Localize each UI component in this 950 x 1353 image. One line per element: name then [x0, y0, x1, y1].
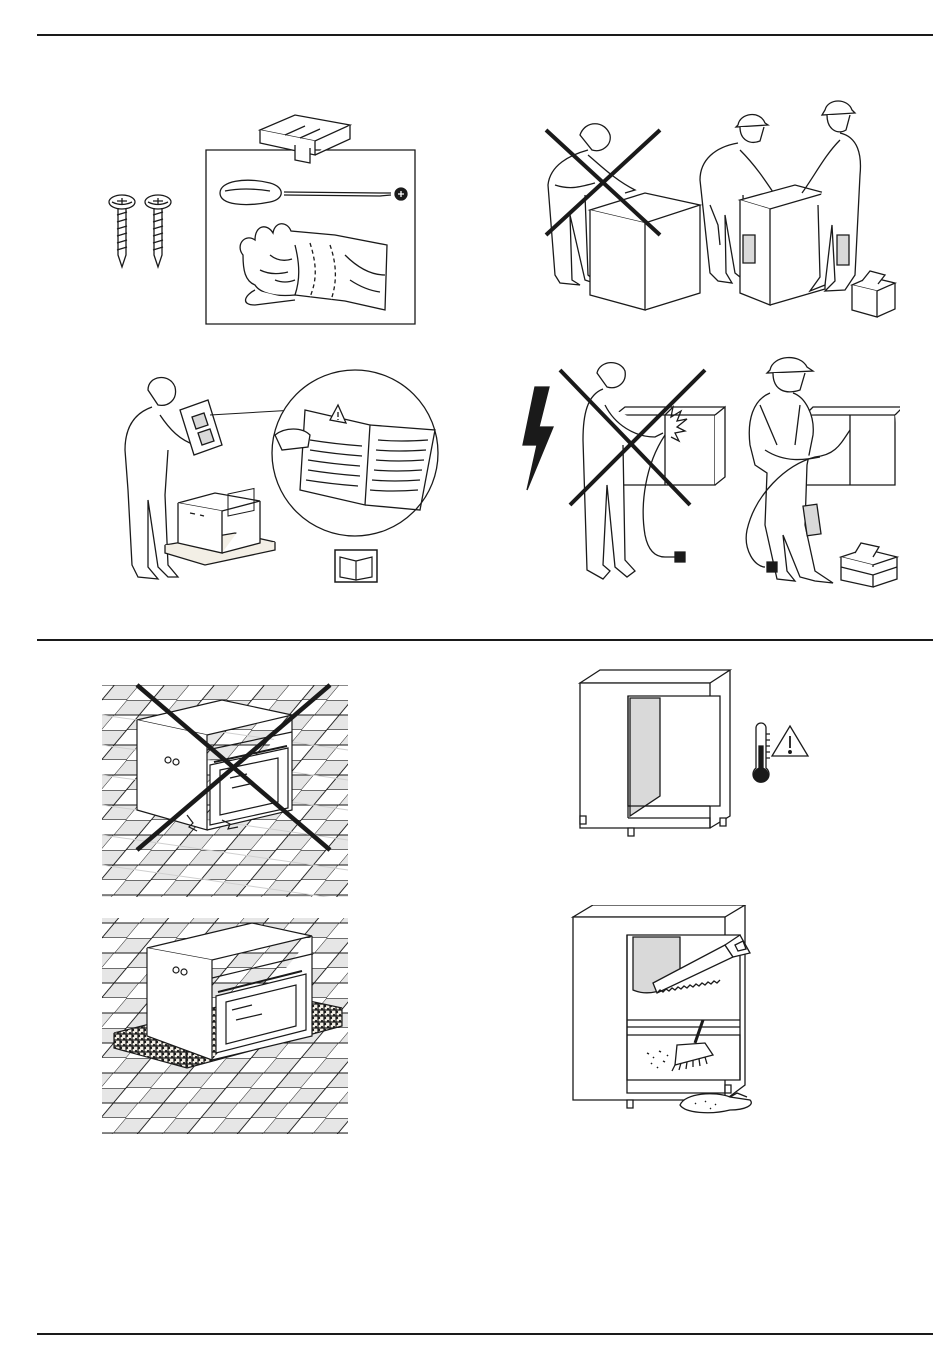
- oven-on-floor-crossed-panel: [102, 670, 352, 900]
- middle-rule: [37, 639, 933, 641]
- required-tools-panel: [95, 105, 425, 330]
- qualified-electrician-panel: [515, 345, 900, 590]
- top-rule: [37, 34, 933, 36]
- book-icon: [335, 550, 377, 582]
- oven-on-padding-panel: [102, 908, 352, 1138]
- oven-icon: [137, 700, 292, 831]
- two-person-lifting-panel: [540, 95, 900, 320]
- bottom-rule: [37, 1333, 933, 1335]
- read-manual-panel: [120, 355, 445, 590]
- two-workers-lifting-icon: [700, 101, 860, 305]
- screw-icon: [145, 195, 171, 267]
- toolbox-icon: [260, 115, 350, 163]
- cabinet-icon: [580, 670, 730, 836]
- cabinet-icon: [573, 905, 745, 1108]
- toolbox-icon: [852, 271, 895, 317]
- manual-warning-icon: [272, 370, 438, 536]
- screwdriver-icon: [220, 180, 407, 204]
- lightning-icon: [523, 387, 553, 490]
- warning-triangle-icon: [772, 726, 808, 756]
- thermometer-icon: [753, 723, 770, 782]
- gloves-icon: [240, 224, 387, 310]
- screw-icon: [109, 195, 135, 267]
- cabinet-heat-warning-panel: [570, 668, 820, 858]
- dustpan-icon: [680, 1093, 751, 1113]
- boxed-oven-icon: [165, 489, 275, 565]
- cabinet-cutting-cleaning-panel: [565, 905, 765, 1125]
- toolbox-icon: [841, 543, 897, 587]
